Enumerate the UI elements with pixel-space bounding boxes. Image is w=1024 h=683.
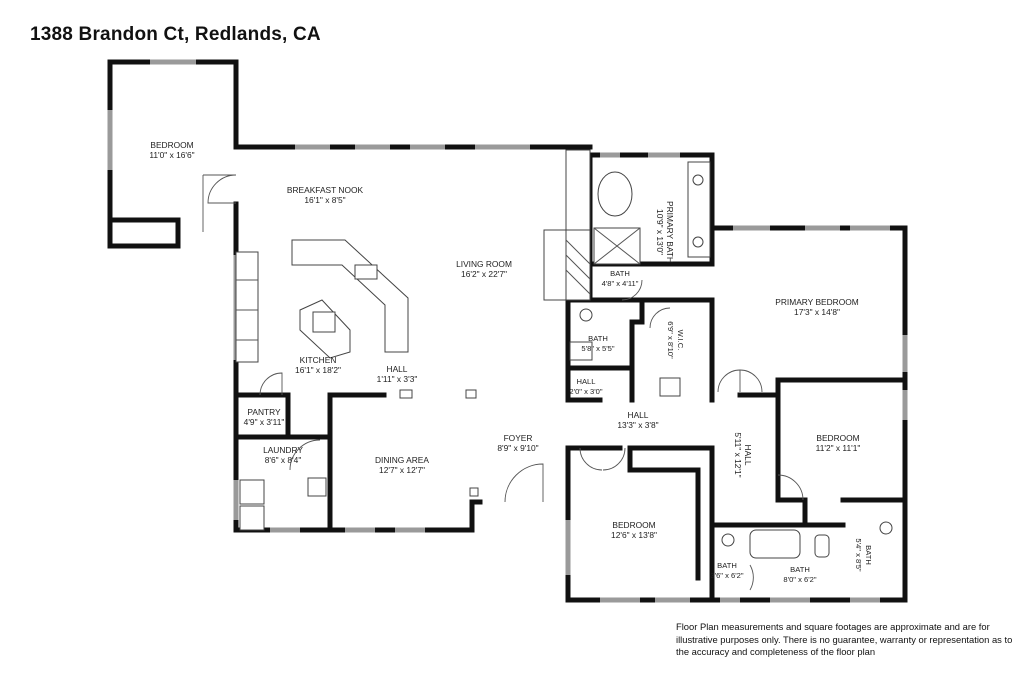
fixtures: [235, 149, 893, 559]
room-name-bath-2: BATH: [588, 334, 608, 343]
room-dims-laundry: 8'6" x 8'4": [265, 455, 302, 465]
room-dims-bath-2: 5'8" x 5'5": [581, 344, 615, 353]
disclaimer-text: Floor Plan measurements and square foota…: [676, 621, 1013, 658]
room-name-laundry: LAUNDRY: [263, 445, 303, 455]
room-name-pantry: PANTRY: [247, 407, 281, 417]
room-dims-bedroom-2: 11'2" x 11'1": [816, 443, 861, 453]
room-dims-primary-bedroom: 17'3" x 14'8": [794, 307, 840, 317]
doors: [202, 174, 804, 591]
room-dims-hall-4: 5'11" x 12'1": [733, 432, 743, 477]
room-dims-hall-1: 1'11" x 3'3": [377, 374, 418, 384]
room-dims-breakfast-nook: 16'1" x 8'5": [304, 195, 345, 205]
room-dims-hall-2: 2'0" x 3'0": [569, 387, 603, 396]
room-name-hall-4: HALL: [743, 445, 753, 466]
room-dims-pantry: 4'9" x 3'11": [244, 417, 285, 427]
page-title: 1388 Brandon Ct, Redlands, CA: [30, 24, 321, 45]
room-name-bath-1: BATH: [610, 269, 630, 278]
room-dims-bath-5: 5'4" x 8'5": [854, 538, 863, 572]
room-dims-wic: 6'9" x 8'10": [666, 321, 675, 359]
room-name-dining-area: DINING AREA: [375, 455, 429, 465]
room-dims-living-room: 16'2" x 22'7": [461, 269, 507, 279]
room-name-hall-2: HALL: [577, 377, 596, 386]
room-name-living-room: LIVING ROOM: [456, 259, 512, 269]
room-name-bedroom-2: BEDROOM: [816, 433, 859, 443]
room-name-primary-bath: PRIMARY BATH: [665, 201, 675, 263]
room-dims-bath-3: 3'6" x 6'2": [710, 571, 744, 580]
windows: [107, 59, 908, 603]
room-dims-foyer: 8'9" x 9'10": [497, 443, 538, 453]
room-name-kitchen: KITCHEN: [300, 355, 337, 365]
room-dims-hall-3: 13'3" x 3'8": [617, 420, 658, 430]
room-name-foyer: FOYER: [504, 433, 533, 443]
room-dims-bedroom-1: 11'0" x 16'6": [149, 150, 194, 160]
room-name-bath-5: BATH: [864, 545, 873, 565]
room-name-bedroom-3: BEDROOM: [612, 520, 655, 530]
room-name-bath-3: BATH: [717, 561, 737, 570]
room-labels: BEDROOM 11'0" x 16'6" BREAKFAST NOOK 16'…: [149, 140, 873, 584]
room-dims-bath-4: 8'0" x 6'2": [783, 575, 817, 584]
room-dims-bedroom-3: 12'6" x 13'8": [611, 530, 657, 540]
room-dims-bath-1: 4'8" x 4'11": [602, 279, 639, 288]
room-dims-dining-area: 12'7" x 12'7": [379, 465, 425, 475]
room-dims-kitchen: 16'1" x 18'2": [295, 365, 341, 375]
room-name-breakfast-nook: BREAKFAST NOOK: [287, 185, 364, 195]
walls: [107, 59, 908, 603]
room-dims-primary-bath: 10'9" x 13'0": [655, 209, 665, 255]
room-name-hall-1: HALL: [387, 364, 408, 374]
room-name-hall-3: HALL: [628, 410, 649, 420]
room-name-bedroom-1: BEDROOM: [150, 140, 193, 150]
room-name-primary-bedroom: PRIMARY BEDROOM: [775, 297, 858, 307]
room-name-bath-4: BATH: [790, 565, 810, 574]
room-name-wic: W.I.C.: [676, 330, 685, 351]
